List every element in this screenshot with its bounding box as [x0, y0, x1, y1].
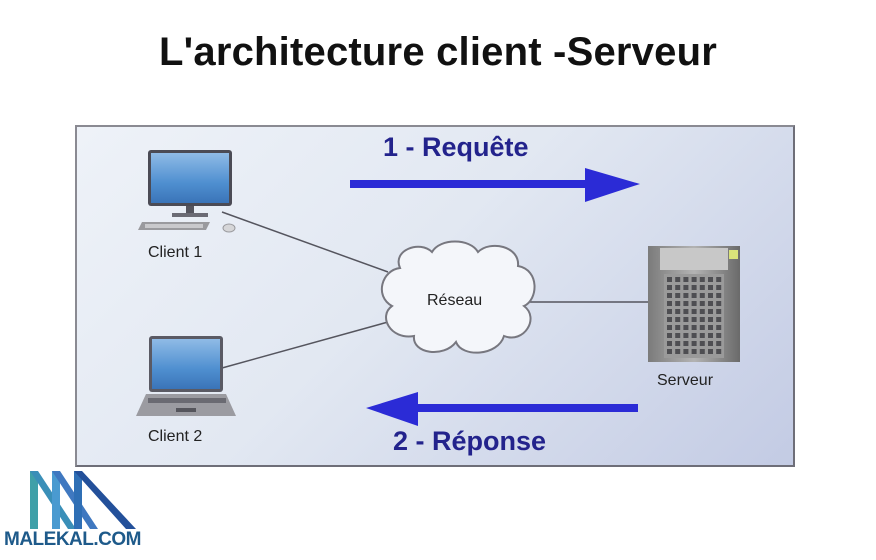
response-label: 2 - Réponse — [393, 426, 547, 456]
server-window — [708, 309, 713, 314]
server-window — [691, 325, 697, 330]
server-window — [699, 341, 705, 346]
server-window — [667, 333, 672, 338]
client1-label: Client 1 — [148, 244, 203, 261]
server-window — [691, 301, 697, 306]
server-window — [691, 333, 697, 338]
server-window — [667, 317, 672, 322]
server-window — [699, 325, 705, 330]
server-window — [699, 293, 705, 298]
malekal-logo-text: MALEKAL.COM — [4, 529, 141, 550]
server-window — [691, 317, 697, 322]
server-window — [716, 349, 722, 354]
server-window — [683, 333, 689, 338]
server-window — [675, 277, 681, 282]
request-arrow — [350, 168, 640, 202]
server-window — [667, 285, 672, 290]
server-window — [683, 285, 689, 290]
server-window — [691, 277, 697, 282]
server-window — [691, 309, 697, 314]
server-window — [675, 325, 681, 330]
laptop-icon — [136, 336, 236, 416]
server-window — [716, 317, 722, 322]
server-window — [683, 325, 689, 330]
response-arrow — [366, 392, 638, 426]
server-window — [683, 301, 689, 306]
network-label: Réseau — [427, 292, 483, 309]
malekal-logo-icon — [30, 471, 136, 529]
server-window — [708, 349, 713, 354]
server-window — [716, 293, 722, 298]
desktop-computer-icon — [138, 150, 236, 233]
server-window — [699, 285, 705, 290]
server-window — [699, 349, 705, 354]
server-window — [691, 285, 697, 290]
server-window — [716, 325, 722, 330]
server-label: Serveur — [657, 372, 714, 389]
server-window — [683, 293, 689, 298]
server-window — [716, 301, 722, 306]
server-window — [667, 325, 672, 330]
server-window — [708, 277, 713, 282]
server-window — [667, 301, 672, 306]
server-window — [708, 341, 713, 346]
server-window — [683, 341, 689, 346]
server-window — [675, 309, 681, 314]
server-window — [716, 277, 722, 282]
server-window — [691, 293, 697, 298]
server-window — [675, 317, 681, 322]
client2-label: Client 2 — [148, 428, 203, 445]
server-window — [675, 285, 681, 290]
server-window — [708, 325, 713, 330]
server-window — [683, 317, 689, 322]
server-window — [699, 277, 705, 282]
server-window — [683, 309, 689, 314]
server-window — [667, 349, 672, 354]
server-window — [683, 349, 689, 354]
server-window — [675, 341, 681, 346]
server-window — [699, 301, 705, 306]
server-window — [667, 277, 672, 282]
server-window — [708, 317, 713, 322]
page-title: L'architecture client -Serveur — [159, 30, 717, 74]
server-window — [675, 301, 681, 306]
server-window — [708, 333, 713, 338]
link-client1-network — [221, 211, 389, 273]
server-window — [699, 309, 705, 314]
request-label: 1 - Requête — [383, 132, 529, 162]
server-window — [667, 293, 672, 298]
server-window — [716, 285, 722, 290]
server-window — [716, 309, 722, 314]
server-window — [675, 333, 681, 338]
server-window — [716, 341, 722, 346]
server-window — [691, 349, 697, 354]
link-client2-network — [221, 321, 389, 369]
cloud-icon — [381, 240, 536, 354]
server-window — [708, 293, 713, 298]
server-window — [691, 341, 697, 346]
server-window — [708, 285, 713, 290]
server-window — [675, 293, 681, 298]
server-window — [708, 301, 713, 306]
server-window — [716, 333, 722, 338]
server-window — [699, 317, 705, 322]
server-window — [675, 349, 681, 354]
server-tower-icon — [648, 246, 740, 362]
server-window — [667, 341, 672, 346]
server-window — [699, 333, 705, 338]
server-window — [667, 309, 672, 314]
server-window — [683, 277, 689, 282]
